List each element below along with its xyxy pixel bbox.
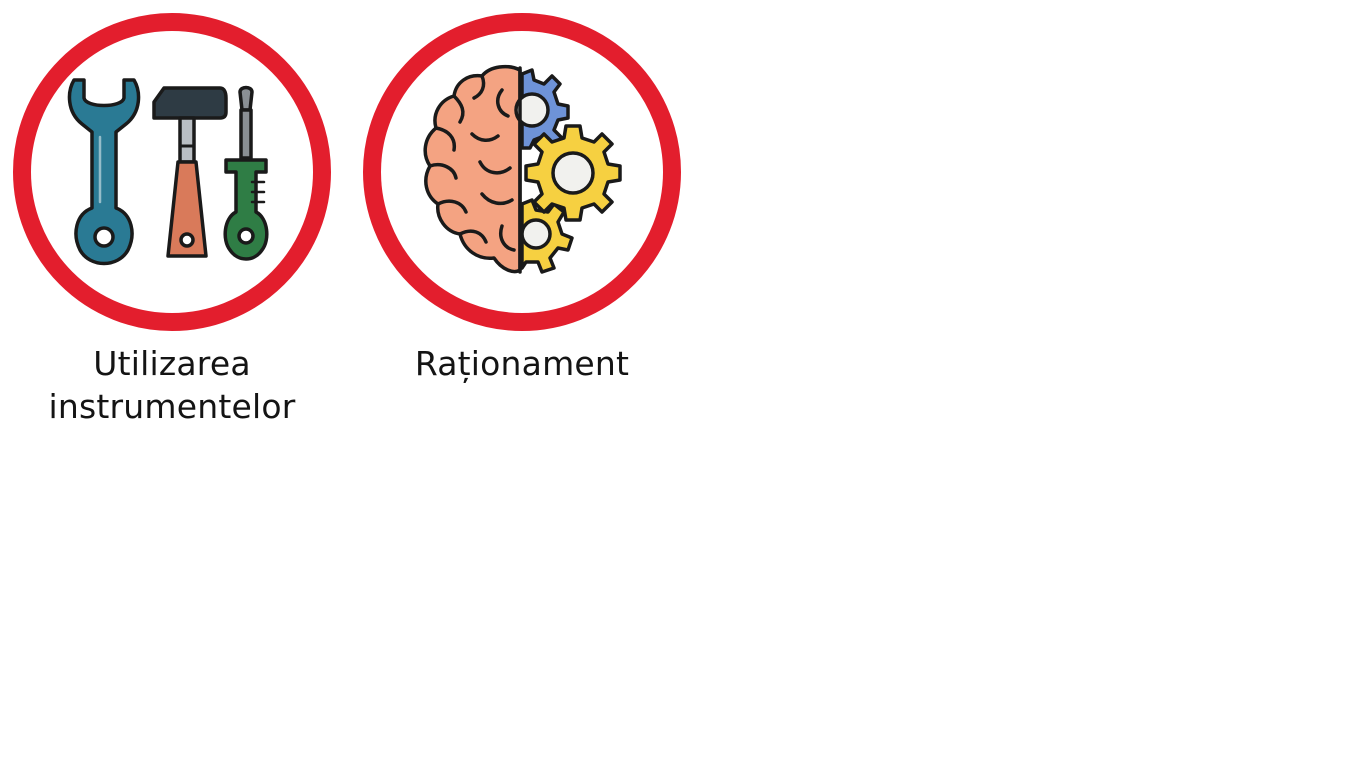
- blue-gear-icon: [514, 68, 570, 150]
- red-ring: [13, 13, 331, 331]
- reasoning-label: Raționament: [414, 344, 630, 383]
- yellow-large-gear-icon: [524, 124, 622, 222]
- brain-icon: [423, 64, 522, 274]
- tools-label: Utilizarea instrumentelor: [48, 344, 296, 426]
- red-ring: [363, 13, 681, 331]
- feature-tools: Utilizarea instrumentelor: [12, 12, 332, 428]
- screwdriver-icon: [223, 85, 269, 261]
- yellow-small-gear-icon: [520, 198, 574, 274]
- reasoning-badge: [363, 13, 681, 331]
- tools-badge: [13, 13, 331, 331]
- tools-icon: [67, 78, 269, 266]
- wrench-icon: [67, 78, 141, 266]
- hammer-icon: [152, 86, 228, 258]
- brain-gears-icon: [423, 64, 622, 274]
- feature-reasoning: Raționament: [362, 12, 682, 385]
